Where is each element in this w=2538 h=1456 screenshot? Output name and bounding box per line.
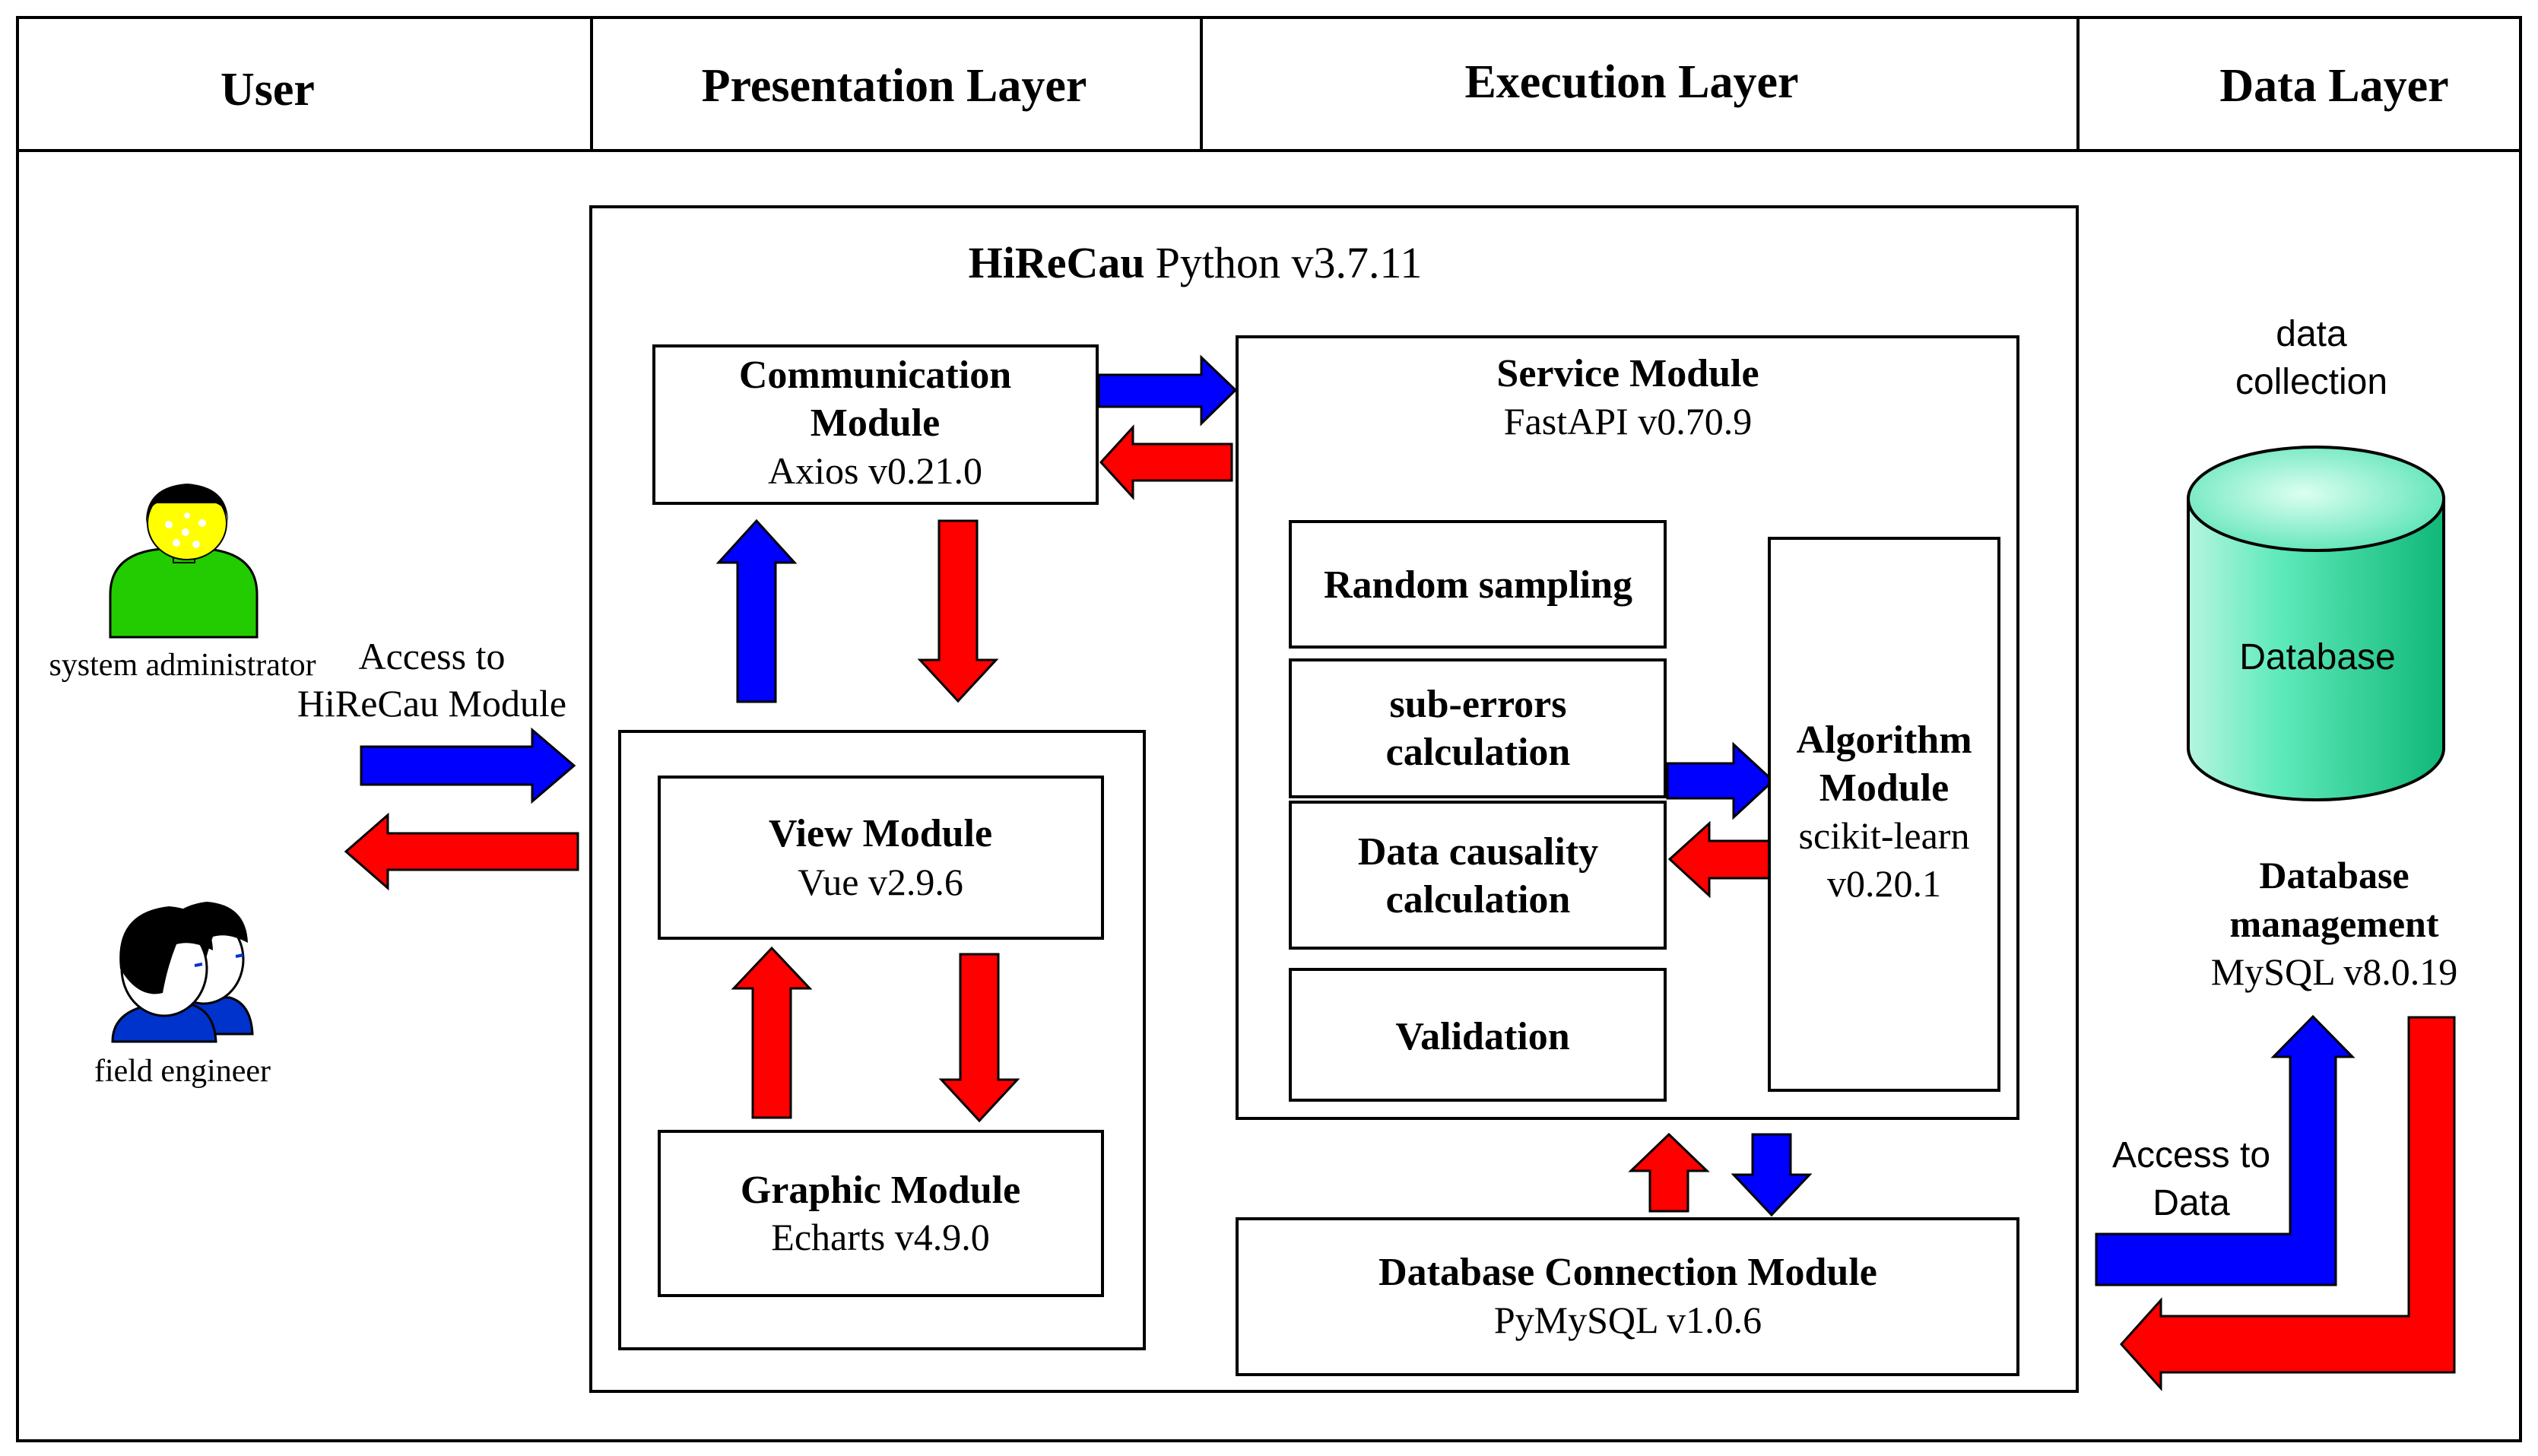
- sub-errors-step: [1289, 658, 1667, 798]
- random-sampling-label: Random sampling: [1324, 563, 1632, 607]
- access-hirecau-label-line1: Access to: [359, 635, 506, 677]
- request-arrow-icon: [360, 727, 576, 804]
- field-engineer-label: field engineer: [94, 1054, 271, 1089]
- algorithm-module-tech-line2: v0.20.1: [1827, 862, 1941, 905]
- graphic-module-tech: Echarts v4.9.0: [771, 1216, 989, 1258]
- database-label: Database: [2239, 637, 2395, 677]
- access-data-label-line2: Data: [2153, 1183, 2230, 1223]
- communication-module-title-line1: Communication: [739, 354, 1011, 397]
- database-connection-module-title: Database Connection Module: [1378, 1251, 1877, 1294]
- db-to-service-arrow-icon: [1628, 1132, 1710, 1213]
- system-administrator-label: system administrator: [49, 648, 316, 683]
- outer-frame: [16, 16, 2522, 1442]
- algorithm-to-causality-arrow-icon: [1667, 820, 1773, 899]
- data-causality-step: [1289, 801, 1667, 950]
- service-to-db-arrow-icon: [1731, 1133, 1813, 1217]
- column-header-user: User: [220, 64, 315, 116]
- access-hirecau-label-line2: HiReCau Module: [297, 682, 566, 725]
- access-data-response-arrow-icon: [2119, 1016, 2456, 1391]
- algorithm-module-tech-line1: scikit-learn: [1799, 814, 1970, 857]
- data-collection-label-line2: collection: [2235, 362, 2387, 402]
- comm-to-service-arrow-icon: [1097, 354, 1238, 427]
- data-causality-label-line1: Data causality: [1358, 830, 1598, 874]
- comm-to-view-arrow-icon: [917, 519, 999, 703]
- sub-errors-label-line2: calculation: [1386, 731, 1571, 774]
- view-to-comm-arrow-icon: [715, 519, 798, 703]
- algorithm-module-title-line2: Module: [1819, 766, 1949, 810]
- column-header-presentation: Presentation Layer: [702, 60, 1087, 112]
- communication-module-tech: Axios v0.21.0: [768, 449, 982, 492]
- database-management-title-line1: Database: [2259, 854, 2409, 896]
- algorithm-module-title-line1: Algorithm: [1796, 718, 1972, 762]
- view-module: [658, 776, 1104, 940]
- communication-module: [652, 344, 1099, 505]
- graphic-module-title: Graphic Module: [741, 1169, 1020, 1212]
- column-header-data: Data Layer: [2219, 60, 2448, 112]
- algorithm-module: [1768, 537, 2000, 1092]
- view-module-tech: Vue v2.9.6: [798, 861, 963, 903]
- database-management-title-line2: management: [2230, 902, 2439, 945]
- service-module-tech: FastAPI v0.70.9: [1504, 400, 1752, 443]
- access-data-request-arrow-icon: [2095, 1014, 2356, 1286]
- validation-label: Validation: [1395, 1015, 1569, 1058]
- graphic-module: [658, 1130, 1104, 1297]
- sub-errors-label-line1: sub-errors: [1389, 683, 1566, 726]
- database-connection-module-tech: PyMySQL v1.0.6: [1494, 1299, 1762, 1341]
- subsystem-to-algorithm-arrow-icon: [1666, 741, 1775, 820]
- column-header-execution: Execution Layer: [1464, 56, 1798, 108]
- view-module-title: View Module: [769, 812, 992, 855]
- access-data-label-line1: Access to: [2112, 1135, 2270, 1175]
- service-to-comm-arrow-icon: [1099, 424, 1233, 500]
- database-connection-module: [1236, 1217, 2019, 1376]
- response-arrow-icon: [344, 812, 579, 891]
- random-sampling-step: [1289, 520, 1667, 649]
- field-engineer-icon: [111, 902, 254, 1043]
- communication-module-title-line2: Module: [811, 401, 940, 445]
- data-causality-label-line2: calculation: [1386, 878, 1571, 921]
- system-administrator-icon: [109, 484, 259, 639]
- graphic-to-view-arrow-icon: [731, 946, 813, 1119]
- database-cylinder-icon: [2187, 446, 2445, 801]
- service-module-title: Service Module: [1496, 352, 1759, 395]
- data-collection-label-line1: data: [2276, 314, 2347, 354]
- view-to-graphic-arrow-icon: [938, 953, 1020, 1123]
- validation-step: [1289, 968, 1667, 1102]
- database-management-tech: MySQL v8.0.19: [2211, 950, 2458, 993]
